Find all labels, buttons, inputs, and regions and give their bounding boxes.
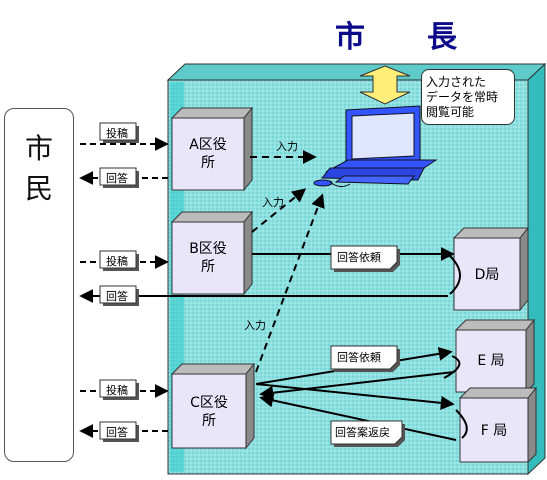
e-curve [443,355,461,379]
computer-icon [313,105,438,188]
office-b-box [170,210,254,296]
office-a-label: A区役 所 [172,136,244,172]
reply-label-c: 回答 [106,426,128,439]
office-c-line-2: 所 [202,413,216,429]
mayor-access-arrow [359,65,411,105]
input-arrow-c [255,193,325,373]
return-label-f: 回答案返戻 [335,426,390,439]
request-label-d: 回答依頼 [337,251,381,264]
input-label-a: 入力 [276,140,298,153]
computer-note: 入力された データを常時 閲覧可能 [421,69,515,125]
post-label-a: 投稿 [106,127,128,140]
bureau-d-label: D局 [474,267,500,283]
bureau-e-label: E 局 [477,353,505,369]
input-arrows [250,150,325,373]
office-b-line-1: B区役 [189,241,227,257]
bureau-f-box [458,386,538,464]
input-label-b: 入力 [262,196,284,209]
return-arrow-e [259,371,455,400]
mayor-title: 市 長 [335,20,473,55]
office-b-label: B区役 所 [172,240,244,276]
citizens-label-char-2: 民 [24,172,53,205]
note-line: 閲覧可能 [426,105,475,119]
office-c-line-1: C区役 [190,395,228,411]
post-label-c: 投稿 [106,384,128,397]
note-line: 入力された [426,75,487,89]
input-label-c: 入力 [244,319,266,332]
request-label-e: 回答依頼 [337,351,381,364]
citizens-label-char-1: 市 [24,132,53,165]
office-b-line-2: 所 [201,259,215,275]
office-a-box [170,106,254,192]
reply-label-a: 回答 [106,172,128,185]
bureau-f-label: F 局 [480,423,508,439]
bureau-e-box [454,318,536,394]
reply-label-d: 回答 [106,290,128,303]
d-return-curve [449,255,461,295]
office-a-line-1: A区役 [189,137,227,153]
request-arrows [252,247,468,441]
citizens-panel: 市 民 [4,108,74,462]
office-a-line-2: 所 [201,155,215,171]
office-c-label: C区役 所 [172,394,246,430]
label-boxes [99,122,405,447]
note-line: データを常時 [426,90,499,104]
request-arrow-f [255,383,455,410]
office-c-box [170,362,256,450]
f-curve [455,409,468,439]
return-arrow-f [259,393,457,441]
post-label-b: 投稿 [106,255,128,268]
bureau-d-box [452,226,530,312]
